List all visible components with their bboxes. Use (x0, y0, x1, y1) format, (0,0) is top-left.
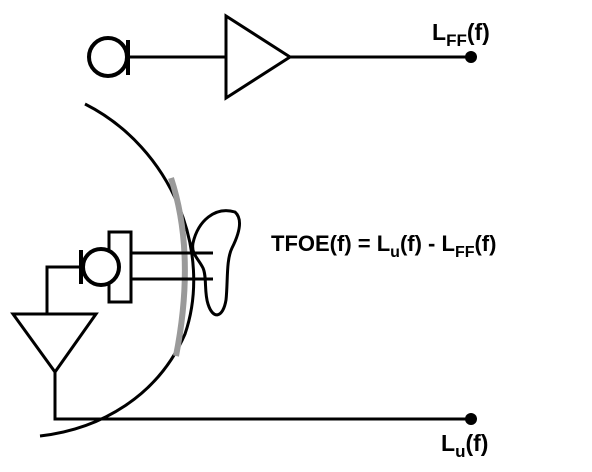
pinna-shape (191, 209, 242, 317)
ear-output-wire (53, 372, 470, 421)
free-field-output-node (465, 51, 477, 63)
bottom-label-suffix: (f) (465, 430, 488, 456)
ear-output-node (465, 413, 477, 425)
bottom-output-label: Lu(f) (441, 430, 488, 461)
equation-term2-sub: FF (455, 244, 475, 261)
top-output-label: LFF(f) (432, 19, 490, 50)
probe-mic-wire (45, 265, 81, 314)
top-label-sub: FF (446, 31, 467, 50)
ear-signal-chain (10, 312, 477, 425)
probe-microphone (81, 247, 121, 287)
bottom-label-sub: u (455, 442, 465, 461)
equation-term2-suffix: (f) (474, 231, 496, 256)
bottom-label-main: L (441, 430, 455, 456)
equation-term1-main: L (377, 231, 390, 256)
tfoe-equation: TFOE(f) = Lu(f) - LFF(f) (271, 231, 496, 261)
equation-term1-sub: u (390, 244, 400, 261)
top-label-main: L (432, 19, 446, 45)
equation-term2-main: L (441, 231, 454, 256)
free-field-microphone (87, 36, 129, 78)
equation-lhs: TFOE(f) = (271, 231, 377, 256)
ear-canal-gray-section (168, 177, 188, 357)
free-field-chain (87, 13, 477, 101)
equation-term1-suffix: (f) - (400, 231, 442, 256)
probe-microphone-assembly (45, 230, 213, 314)
free-field-amplifier (224, 13, 293, 101)
ear-amplifier (10, 312, 99, 375)
top-label-suffix: (f) (467, 19, 490, 45)
